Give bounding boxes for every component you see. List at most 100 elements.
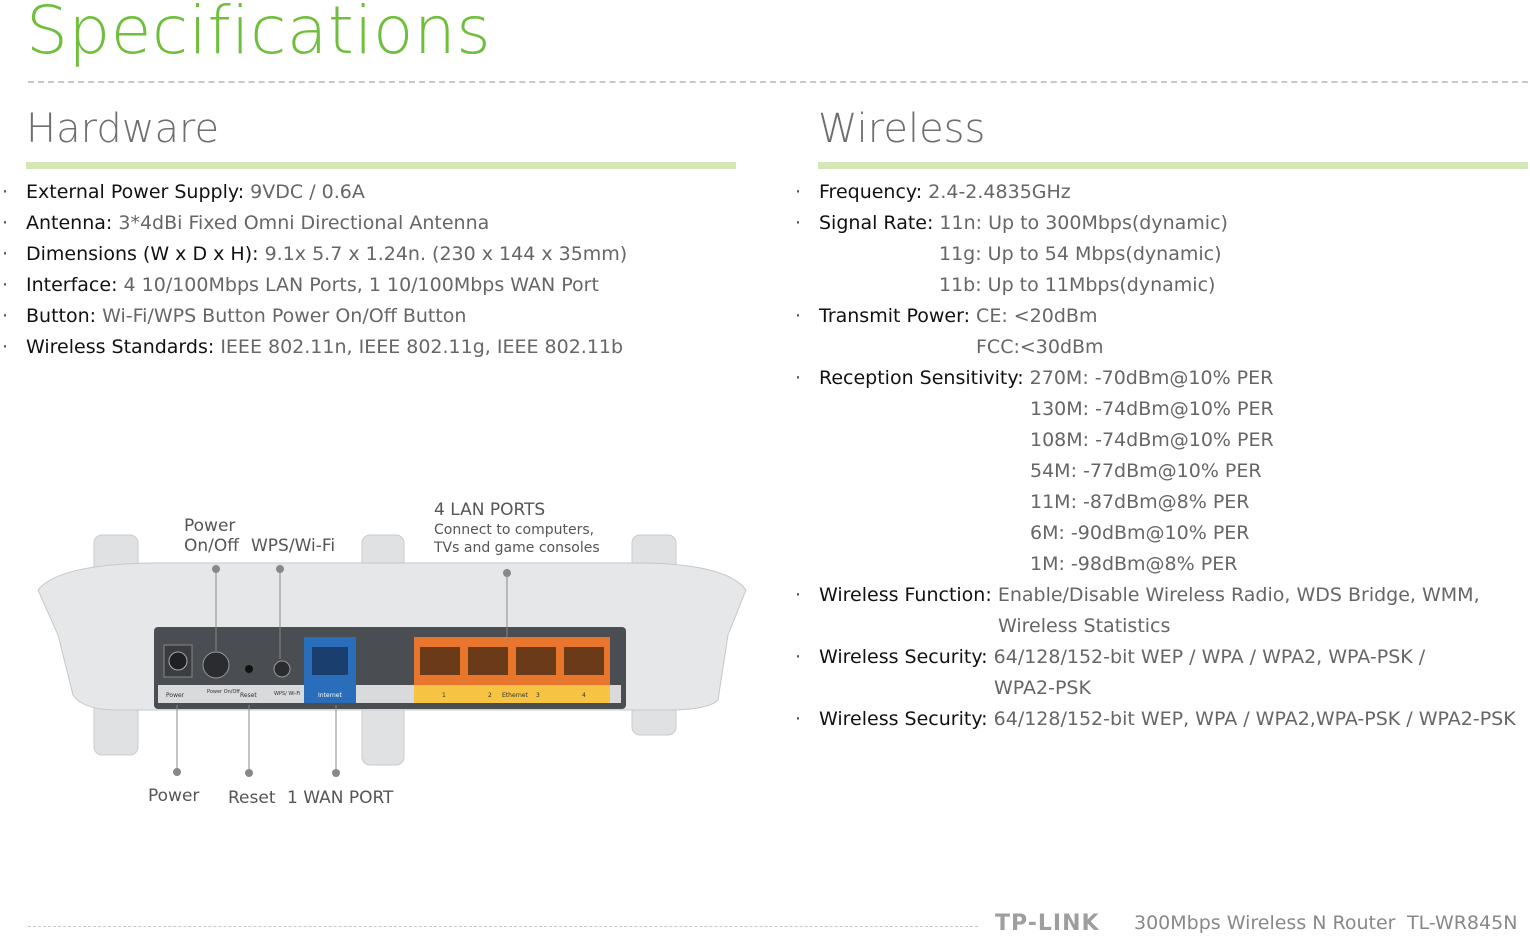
spec-key: Signal Rate: xyxy=(819,212,934,234)
hardware-spec-item: ·Button: Wi-Fi/WPS Button Power On/Off B… xyxy=(2,301,627,332)
svg-text:1: 1 xyxy=(442,692,446,699)
bullet-icon: · xyxy=(2,181,9,203)
wireless-spec-item: · Wireless Function: Enable/Disable Wirel… xyxy=(795,580,1516,611)
spec-key: Antenna: xyxy=(26,212,113,234)
spec-value: CE: <20dBm xyxy=(976,305,1098,327)
spec-key: Transmit Power: xyxy=(819,305,970,327)
spec-value-continuation: WPA2-PSK xyxy=(994,677,1091,699)
spec-key: Frequency: xyxy=(819,181,923,203)
spec-value: 64/128/152-bit WEP / WPA / WPA2, WPA-PSK… xyxy=(993,646,1426,668)
wireless-spec-continuation: FCC:<30dBm xyxy=(819,332,1516,363)
spec-value: 64/128/152-bit WEP, WPA / WPA2,WPA-PSK /… xyxy=(993,708,1516,730)
svg-text:Power On/Off: Power On/Off xyxy=(207,689,240,695)
spec-value: IEEE 802.11n, IEEE 802.11g, IEEE 802.11b xyxy=(220,336,624,358)
tp-link-logo: TP-LINK xyxy=(995,911,1100,936)
wireless-spec-continuation: WPA2-PSK xyxy=(819,673,1516,704)
wireless-spec-item: · Wireless Security: 64/128/152-bit WEP /… xyxy=(795,642,1516,673)
wireless-spec-continuation: 11g: Up to 54 Mbps(dynamic) xyxy=(819,239,1516,270)
callout-wps: WPS/Wi-Fi xyxy=(251,536,336,556)
spec-key: Interface: xyxy=(26,274,118,296)
hardware-spec-item: · Dimensions (W x D x H): 9.1x 5.7 x 1.24… xyxy=(2,239,628,270)
svg-text:4: 4 xyxy=(582,692,586,699)
wireless-spec-continuation: 54M: -77dBm@10% PER xyxy=(819,456,1516,487)
bullet-icon: · xyxy=(2,305,9,327)
spec-value: 4 10/100Mbps LAN Ports, 1 10/100Mbps WAN… xyxy=(123,274,599,296)
wireless-spec-continuation: 6M: -90dBm@10% PER xyxy=(819,518,1516,549)
page-title: Specifications xyxy=(26,0,492,69)
callout-reset: Reset xyxy=(228,788,276,808)
bullet-icon: · xyxy=(2,274,9,296)
callout-lan-line1: Connect to computers, xyxy=(434,522,595,538)
svg-text:Power: Power xyxy=(166,692,185,699)
bullet-icon: · xyxy=(795,305,802,327)
spec-key: Reception Sensitivity: xyxy=(819,367,1024,389)
hardware-spec-item: · External Power Supply: 9VDC / 0.6A xyxy=(2,177,627,208)
spec-key: Dimensions (W x D x H): xyxy=(26,243,259,265)
callout-power: Power xyxy=(148,786,200,806)
callout-wan: 1 WAN PORT xyxy=(287,788,394,808)
spec-key: Wireless Standards: xyxy=(26,336,215,358)
spec-value-continuation: FCC:<30dBm xyxy=(976,336,1104,358)
wireless-spec-item: · Frequency: 2.4-2.4835GHz xyxy=(795,177,1516,208)
svg-text:Internet: Internet xyxy=(318,692,342,699)
footer-product: 300Mbps Wireless N Router xyxy=(1134,912,1396,934)
bullet-icon: · xyxy=(795,708,802,730)
spec-key: External Power Supply: xyxy=(26,181,245,203)
bullet-icon: · xyxy=(795,181,802,203)
wireless-heading: Wireless xyxy=(818,106,986,152)
wireless-rule xyxy=(818,162,1528,169)
bullet-icon: · xyxy=(795,212,802,234)
wireless-spec-continuation: 11M: -87dBm@8% PER xyxy=(819,487,1516,518)
svg-text:WPS/ Wi-Fi: WPS/ Wi-Fi xyxy=(274,691,300,697)
svg-text:Ethernet: Ethernet xyxy=(502,692,528,699)
wireless-spec-list: · Frequency: 2.4-2.4835GHz · Signal Rate: 1… xyxy=(795,177,1516,735)
spec-value-continuation: 11M: -87dBm@8% PER xyxy=(1030,491,1250,513)
wireless-spec-continuation: 1M: -98dBm@8% PER xyxy=(819,549,1516,580)
wireless-spec-item: · Signal Rate: 11n: Up to 300Mbps(dynamic… xyxy=(795,208,1516,239)
spec-value: 270M: -70dBm@10% PER xyxy=(1029,367,1274,389)
spec-value: 2.4-2.4835GHz xyxy=(928,181,1071,203)
wireless-spec-continuation: 11b: Up to 11Mbps(dynamic) xyxy=(819,270,1516,301)
top-dashed-divider xyxy=(28,81,1528,83)
router-diagram: Power Power On/Off Reset WPS/ Wi-Fi Inte… xyxy=(37,534,747,777)
wireless-spec-continuation: 108M: -74dBm@10% PER xyxy=(819,425,1516,456)
hardware-spec-list: · External Power Supply: 9VDC / 0.6A · Ante… xyxy=(2,177,628,363)
spec-value: 11n: Up to 300Mbps(dynamic) xyxy=(939,212,1228,234)
spec-key: Button: xyxy=(26,305,97,327)
wireless-spec-item: · Reception Sensitivity: 270M: -70dBm@10%… xyxy=(795,363,1516,394)
spec-value: 9.1x 5.7 x 1.24n. (230 x 144 x 35mm) xyxy=(264,243,628,265)
wireless-spec-continuation: 130M: -74dBm@10% PER xyxy=(819,394,1516,425)
footer-model: TL-WR845N xyxy=(1407,912,1518,934)
hardware-heading: Hardware xyxy=(26,106,220,152)
spec-value: 9VDC / 0.6A xyxy=(250,181,365,203)
spec-value-continuation: 11g: Up to 54 Mbps(dynamic) xyxy=(939,243,1222,265)
wireless-spec-item: ·Wireless Security: 64/128/152-bit WEP, … xyxy=(795,704,1516,735)
bullet-icon: · xyxy=(2,212,9,234)
spec-key: Wireless Security: xyxy=(819,646,988,668)
router-back-panel-illustration: Power Power On/Off Reset WPS/ Wi-Fi Inte… xyxy=(28,495,758,815)
spec-value-continuation: 1M: -98dBm@8% PER xyxy=(1030,553,1238,575)
wireless-spec-continuation: Wireless Statistics xyxy=(819,611,1516,642)
hardware-spec-item: ·Antenna: 3*4dBi Fixed Omni Directional … xyxy=(2,208,627,239)
bottom-dashed-divider xyxy=(28,926,978,927)
callout-lan-line2: TVs and game consoles xyxy=(434,540,600,556)
spec-value: Enable/Disable Wireless Radio, WDS Bridg… xyxy=(997,584,1480,606)
bullet-icon: · xyxy=(795,367,802,389)
svg-text:2: 2 xyxy=(488,692,492,699)
bullet-icon: · xyxy=(795,646,802,668)
bullet-icon: · xyxy=(795,584,802,606)
hardware-spec-item: · Wireless Standards: IEEE 802.11n, IEEE … xyxy=(2,332,627,363)
hardware-rule xyxy=(26,162,736,169)
spec-value-continuation: 11b: Up to 11Mbps(dynamic) xyxy=(939,274,1216,296)
svg-text:Reset: Reset xyxy=(240,692,257,699)
spec-value-continuation: 108M: -74dBm@10% PER xyxy=(1030,429,1274,451)
callout-lan-title: 4 LAN PORTS xyxy=(434,500,546,520)
bullet-icon: · xyxy=(2,336,9,358)
bullet-icon: · xyxy=(2,243,9,265)
spec-value-continuation: 130M: -74dBm@10% PER xyxy=(1030,398,1274,420)
wireless-spec-item: · Transmit Power: CE: <20dBm xyxy=(795,301,1516,332)
spec-key: Wireless Function: xyxy=(819,584,992,606)
svg-text:3: 3 xyxy=(536,692,540,699)
spec-value-continuation: 6M: -90dBm@10% PER xyxy=(1030,522,1250,544)
callout-power-onoff-line2: On/Off xyxy=(184,536,239,556)
